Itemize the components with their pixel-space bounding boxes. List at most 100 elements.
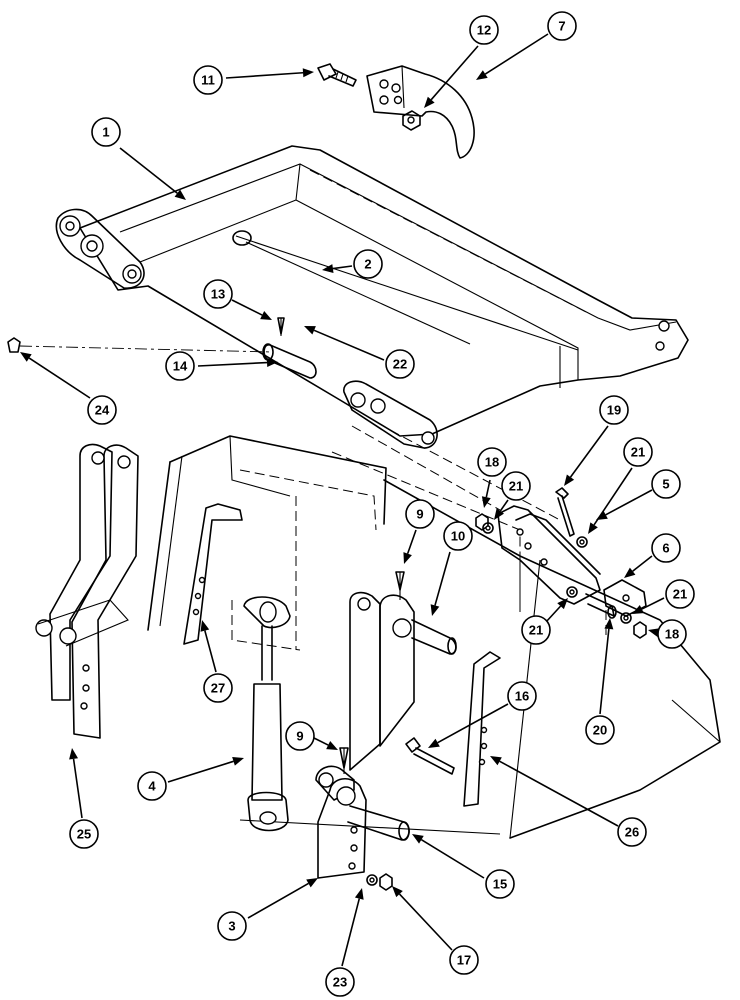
callout-arrowhead	[354, 888, 364, 900]
callout-20: 20	[585, 618, 615, 745]
callout-number: 18	[665, 627, 679, 642]
callout-leader-line	[225, 71, 304, 79]
callout-arrowhead	[403, 552, 412, 564]
part-18-nut-right	[633, 621, 647, 639]
callout-leader-line	[197, 361, 268, 367]
callout-leader-line	[484, 33, 549, 75]
callout-arrowhead	[424, 96, 435, 108]
callout-circle	[501, 471, 531, 501]
callout-number: 9	[296, 729, 303, 744]
callout-arrowhead	[632, 605, 644, 614]
callout-arrowhead	[624, 567, 636, 578]
callout-layer: 1234567991011121314151617181819202121212…	[20, 11, 695, 997]
callout-5: 5	[596, 469, 681, 520]
callout-arrowhead	[20, 352, 32, 362]
callout-number: 15	[493, 877, 507, 892]
callout-arrowhead	[648, 628, 660, 638]
callout-circle	[449, 945, 479, 975]
callout-leader-line	[434, 551, 451, 606]
callout-leader-line	[231, 299, 263, 316]
callout-number: 5	[662, 477, 669, 492]
callout-leader-line	[485, 479, 491, 498]
part-26-strap	[463, 651, 501, 807]
callout-number: 3	[228, 919, 235, 934]
part-25-side-link	[35, 443, 139, 739]
callout-number: 24	[95, 403, 110, 418]
callout-4: 4	[137, 757, 244, 801]
callout-leader-line	[569, 425, 609, 478]
callout-circle	[651, 533, 681, 563]
part-24-fitting	[7, 337, 21, 353]
callout-number: 14	[173, 359, 188, 374]
callout-leader-line	[406, 529, 417, 554]
callout-leader-line	[437, 703, 509, 744]
callout-number: 26	[625, 825, 639, 840]
callout-number: 11	[201, 73, 215, 88]
callout-number: 21	[631, 445, 645, 460]
callout-leader-line	[72, 758, 83, 819]
callout-leader-line	[605, 489, 653, 516]
callout-arrowhead	[306, 878, 318, 888]
callout-arrowhead	[428, 738, 440, 748]
callout-6: 6	[624, 533, 681, 578]
callout-1: 1	[91, 117, 186, 200]
callout-arrowhead	[494, 508, 504, 520]
callout-circle	[485, 869, 515, 899]
callout-number: 12	[477, 23, 491, 38]
callout-14: 14	[165, 351, 278, 381]
callout-circle	[443, 521, 473, 551]
callout-26: 26	[490, 756, 647, 847]
callout-arrowhead	[588, 522, 598, 534]
callout-leader-line	[545, 605, 562, 623]
part-12-nut	[402, 110, 421, 131]
callout-15: 15	[412, 834, 515, 899]
part-15-pin	[347, 805, 410, 841]
callout-circle	[657, 619, 687, 649]
callout-circle	[651, 469, 681, 499]
callout-circle	[665, 579, 695, 609]
callout-leader-line	[28, 357, 91, 399]
callout-arrowhead	[304, 326, 316, 335]
callout-leader-line	[632, 555, 653, 572]
callout-leader-line	[593, 467, 633, 526]
callout-leader-line	[341, 898, 361, 967]
callout-circle	[599, 395, 629, 425]
callout-circle	[137, 771, 167, 801]
part-21-washer-2	[576, 536, 588, 548]
part-19-bolt	[555, 487, 575, 537]
part-3-clevis	[315, 765, 367, 879]
callout-number: 22	[393, 357, 407, 372]
callout-leader-line	[599, 628, 610, 715]
part-9-cotter-lower	[339, 747, 349, 774]
callout-circle	[87, 395, 117, 425]
callout-arrowhead	[604, 618, 614, 630]
callout-11: 11	[193, 65, 314, 95]
callout-leader-line	[499, 499, 509, 512]
callout-leader-line	[119, 147, 178, 194]
callout-leader-line	[430, 45, 479, 101]
callout-number: 16	[515, 689, 529, 704]
callout-arrowhead	[557, 598, 568, 610]
part-23-washer	[366, 874, 378, 886]
callout-leader-line	[204, 630, 217, 673]
callout-arrowhead	[302, 68, 314, 78]
callout-number: 2	[364, 257, 371, 272]
callout-number: 27	[211, 681, 225, 696]
callout-3: 3	[217, 878, 318, 941]
callout-19: 19	[564, 395, 629, 486]
callout-number: 10	[451, 529, 465, 544]
callout-number: 7	[558, 19, 565, 34]
callout-21: 21	[521, 598, 568, 645]
part-5-bracket	[497, 505, 601, 605]
callout-leader-line	[420, 839, 485, 879]
callout-circle	[217, 911, 247, 941]
callout-leader-line	[499, 760, 619, 827]
part-13-cotter	[277, 317, 285, 336]
callout-circle	[203, 673, 233, 703]
part-2-rod	[245, 241, 471, 345]
callout-23: 23	[325, 888, 364, 997]
callout-circle	[521, 615, 551, 645]
callout-number: 6	[662, 541, 669, 556]
callout-number: 21	[529, 623, 543, 638]
